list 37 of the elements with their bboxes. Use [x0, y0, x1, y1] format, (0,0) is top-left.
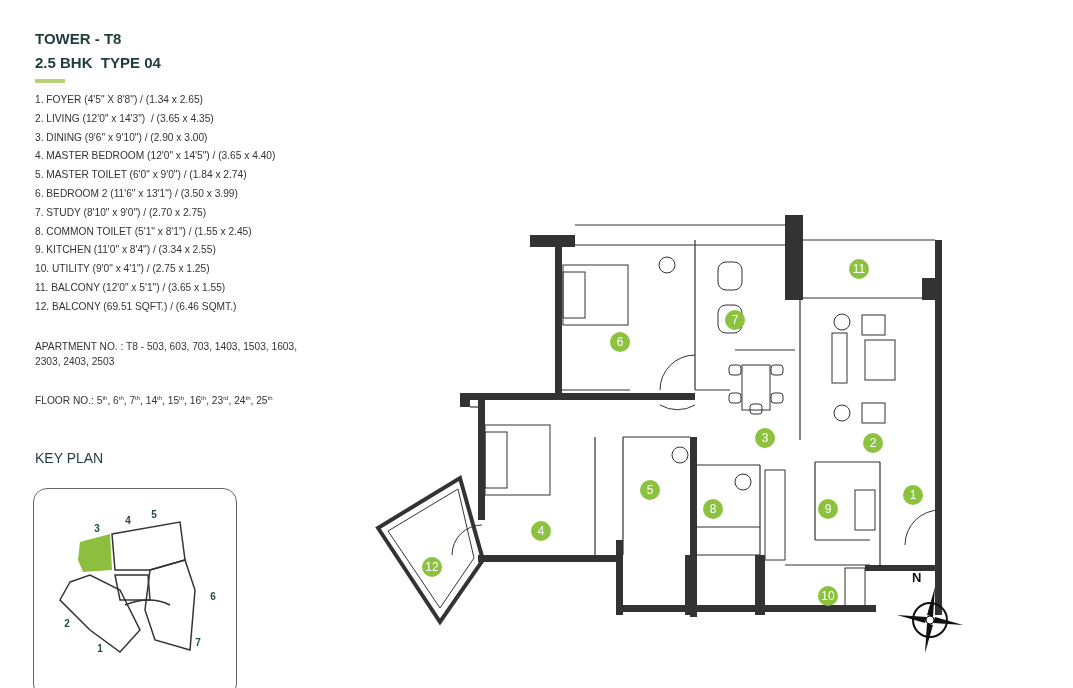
- room-list-item: 8. COMMON TOILET (5'1" x 8'1") / (1.55 x 2.45): [35, 224, 253, 239]
- room-list-item: 5. MASTER TOILET (6'0" x 9'0") / (1.84 x 2.74): [35, 168, 248, 183]
- callout-number: 6: [610, 332, 630, 352]
- key-plan-number: 1: [97, 642, 103, 654]
- floor-numbers: FLOOR NO.: 5$^{th}$, 6$^{th}$, 7$^{th}$, 14$^{th}$, 15$^{th}$, 16$^{th}$, 23$^{rd}$, 24$^{th}$, 25$^{th}$: [35, 393, 274, 408]
- room-list-item: 3. DINING (9'6" x 9'10") / (2.90 x 3.00): [35, 130, 209, 145]
- key-plan-number: 5: [151, 508, 157, 520]
- key-plan-number: 3: [94, 522, 100, 534]
- callout-number: 12: [422, 557, 442, 577]
- subtitle: 2.5 BHK TYPE 04: [35, 53, 162, 73]
- room-list-item: 11. BALCONY (12'0" x 5'1") / (3.65 x 1.55): [35, 280, 227, 295]
- callout-number: 3: [755, 428, 775, 448]
- room-list-item: 2. LIVING (12'0" x 14'3") / (3.65 x 4.35): [35, 111, 215, 126]
- room-list-item: 12. BALCONY (69.51 SQFT.) / (6.46 SQMT.): [35, 299, 238, 314]
- room-list-item: 4. MASTER BEDROOM (12'0" x 14'5") / (3.65 x 4.40): [35, 149, 277, 164]
- apartment-numbers: APARTMENT NO. : T8 - 503, 603, 703, 1403, 1503, 1603, 2303, 2403, 2503: [35, 339, 297, 369]
- callout-number: 9: [818, 499, 838, 519]
- room-list-item: 10. UTILITY (9'0" x 4'1") / (2.75 x 1.25): [35, 262, 211, 277]
- key-plan-number: 4: [125, 514, 131, 526]
- room-list-item: 7. STUDY (8'10" x 9'0") / (2.70 x 2.75): [35, 205, 208, 220]
- title: TOWER - T8: [35, 29, 123, 49]
- room-list-item: 9. KITCHEN (11'0" x 8'4") / (3.34 x 2.55): [35, 243, 217, 258]
- callout-number: 7: [725, 310, 745, 330]
- key-plan-heading: KEY PLAN: [35, 449, 105, 466]
- callout-number: 11: [849, 259, 869, 279]
- callout-number: 8: [703, 499, 723, 519]
- key-plan-number: 2: [64, 617, 70, 629]
- key-plan-number: 7: [195, 636, 201, 648]
- callout-number: 4: [531, 521, 551, 541]
- callout-number: 2: [863, 433, 883, 453]
- room-list-item: 6. BEDROOM 2 (11'6" x 13'1") / (3.50 x 3.99): [35, 187, 239, 201]
- north-label: N: [912, 570, 922, 585]
- room-list-item: 1. FOYER (4'5" X 8'8") / (1.34 x 2.65): [35, 93, 204, 107]
- callout-number: 5: [640, 480, 660, 500]
- callout-number: 1: [903, 485, 923, 505]
- callout-number: 10: [818, 586, 838, 606]
- key-plan-number: 6: [210, 590, 216, 602]
